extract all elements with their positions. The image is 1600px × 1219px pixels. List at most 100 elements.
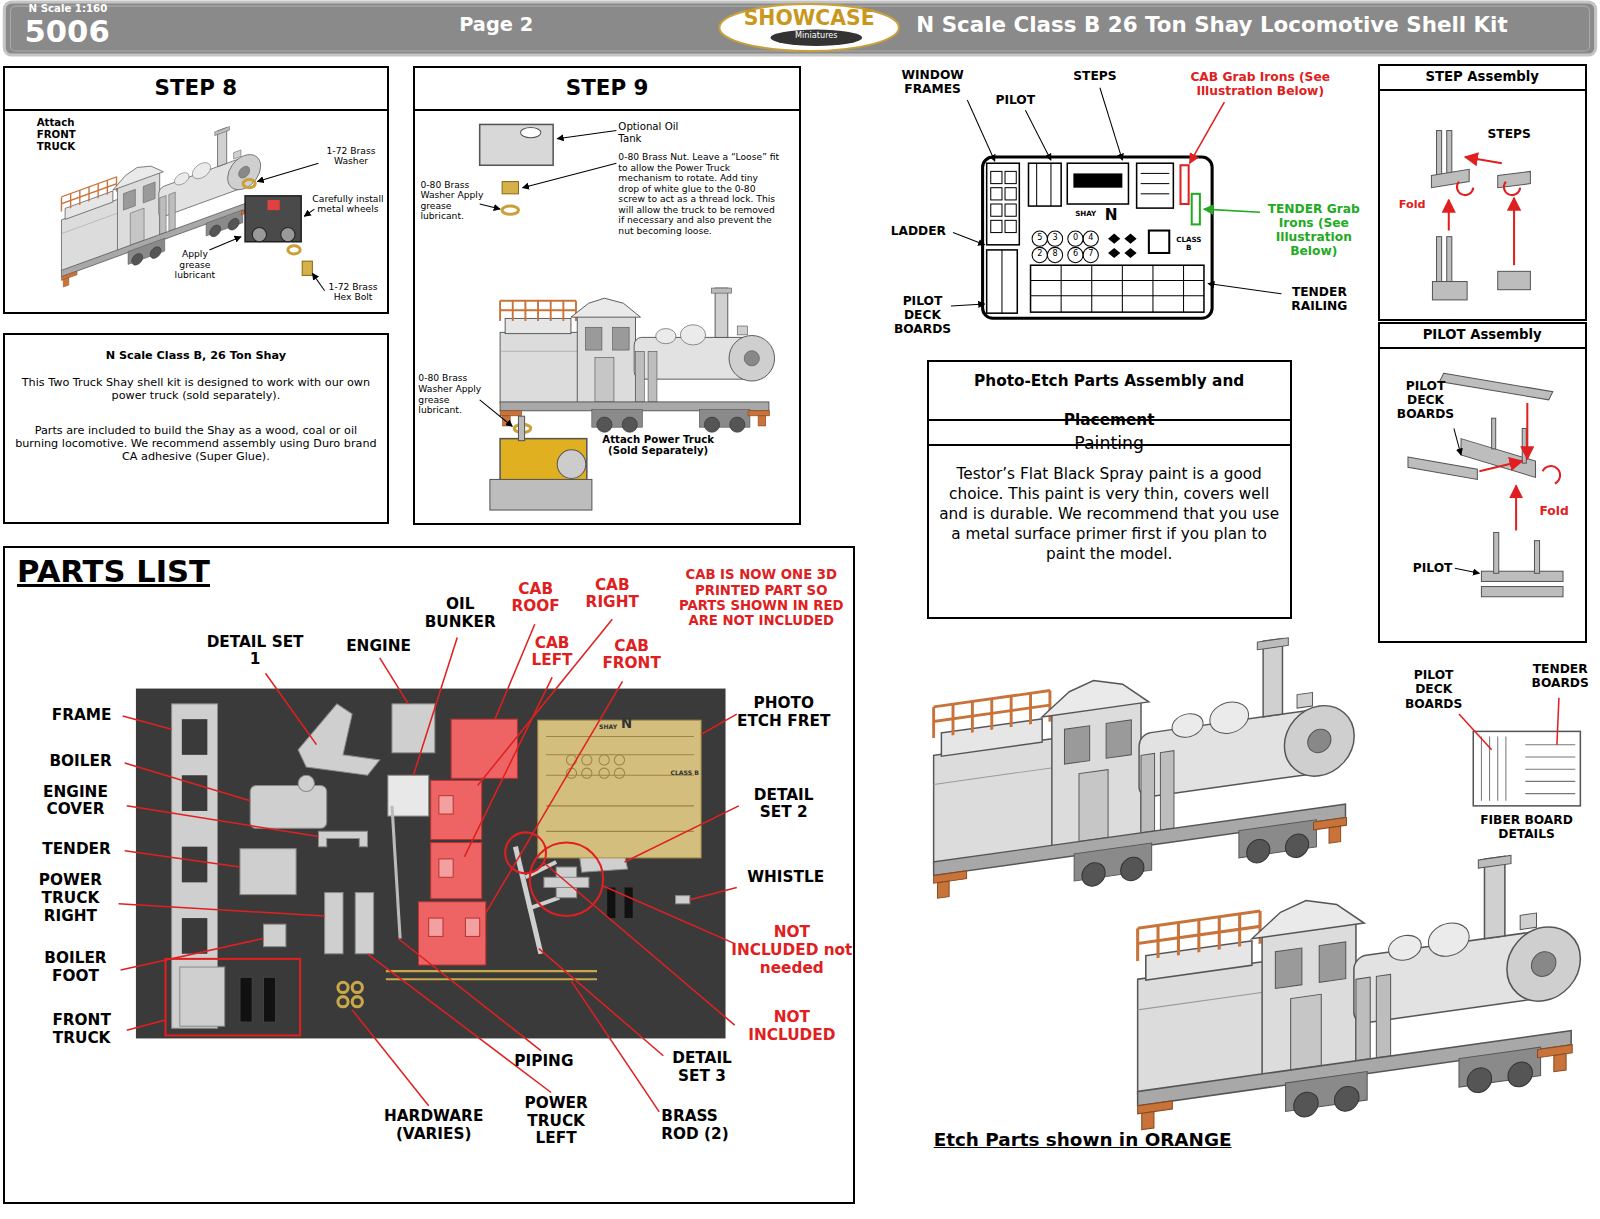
- wheel: [1285, 833, 1308, 860]
- leader-line: [1204, 209, 1260, 212]
- leader-line: [312, 273, 324, 290]
- leader-line: [1455, 568, 1479, 573]
- tender-part: [240, 849, 296, 895]
- callout-label: Etch Parts shown in ORANGE: [934, 1129, 1261, 1150]
- callout-label: 0-80 Brass Washer Apply grease lubricant…: [418, 373, 485, 415]
- callout-label: 6: [1068, 249, 1082, 258]
- panel-heading: STEP 8: [5, 68, 387, 111]
- callout-label: DETAIL SET 3: [655, 1050, 749, 1085]
- panel-body: Parts are included to build the Shay as …: [5, 424, 387, 463]
- pilot-part: [1050, 163, 1051, 206]
- leader-line: [625, 806, 739, 862]
- brass-rod: [386, 978, 597, 980]
- hardware-washer: [352, 997, 362, 1007]
- wheel: [252, 227, 266, 241]
- railing-line: [1031, 280, 1204, 281]
- leader-line: [1557, 698, 1559, 745]
- dome: [656, 329, 676, 344]
- board-line: [1525, 793, 1575, 794]
- callout-label: Optional Oil Tank: [618, 121, 679, 144]
- smokebox: [1507, 922, 1580, 1006]
- callout-label: 1-72 Brass Hex Bolt: [322, 282, 383, 303]
- etch-part: [1141, 183, 1170, 184]
- page-title: N Scale Class B 26 Ton Shay Locomotive S…: [916, 13, 1589, 38]
- fret-line: [546, 736, 694, 737]
- not-included-circle: [530, 843, 603, 916]
- pilot-post: [1522, 428, 1526, 463]
- step: [503, 416, 511, 426]
- callout-label: SHOWCASE: [733, 7, 886, 30]
- cab-door: [1079, 770, 1108, 842]
- callout-label: BOILER FOOT: [33, 950, 119, 985]
- leader-line: [257, 163, 318, 181]
- step-plate: [1432, 282, 1467, 300]
- callout-label: FRAME: [41, 707, 123, 725]
- wheel: [597, 417, 612, 432]
- etch-fret: [983, 157, 1213, 318]
- leader-line: [539, 949, 663, 1056]
- etch-diamond: [1124, 234, 1136, 244]
- brass-nut: [502, 182, 518, 194]
- power-truck-left: [355, 893, 373, 954]
- railing-post: [990, 699, 993, 730]
- panel-heading: Painting: [929, 433, 1290, 453]
- leader-line: [478, 619, 613, 785]
- cylinder: [160, 196, 166, 235]
- smokestack: [1263, 639, 1282, 717]
- etch-part: [1141, 193, 1170, 194]
- leader-line: [572, 981, 660, 1112]
- fret-disc: [614, 768, 624, 778]
- step: [1329, 826, 1341, 843]
- cab-window: [439, 796, 453, 814]
- desc-panel: N Scale Class B, 26 Ton ShayThis Two Tru…: [3, 333, 389, 525]
- railing-post: [1061, 265, 1062, 312]
- wheel: [704, 417, 719, 432]
- whistle-part: [676, 896, 690, 904]
- wheelset: [240, 977, 252, 1022]
- leader-line: [480, 204, 500, 209]
- callout-label: CLASS B: [1173, 236, 1204, 252]
- cylinder: [1141, 753, 1155, 832]
- callout-label: FIBER BOARD DETAILS: [1459, 813, 1594, 841]
- railing-post: [499, 301, 501, 321]
- callout-label: ENGINE: [333, 638, 425, 656]
- board-line: [1481, 737, 1482, 801]
- hardware-washer: [338, 982, 348, 992]
- cab: [1052, 699, 1141, 847]
- etch-disc: [1032, 247, 1047, 262]
- cylinder: [1356, 977, 1370, 1061]
- wheel: [1335, 1085, 1359, 1113]
- power-truck-frame: [490, 479, 592, 510]
- pilot-deck-board: [1138, 1101, 1173, 1114]
- leader-line: [1208, 284, 1281, 294]
- callout-label: PILOT: [1406, 561, 1459, 575]
- step-tread: [1431, 169, 1469, 187]
- headlight: [234, 150, 241, 159]
- panel-line: [934, 767, 1055, 784]
- step: [63, 278, 69, 287]
- wheel: [1082, 861, 1105, 888]
- cab-left-part: [431, 843, 482, 899]
- dome: [298, 775, 314, 791]
- fold-arrow: [1513, 198, 1515, 265]
- railing-post: [537, 301, 539, 321]
- stack-cap: [1257, 638, 1288, 650]
- etch-disc: [1047, 231, 1062, 246]
- leader-line: [495, 624, 535, 719]
- callout-label: LADDER: [886, 224, 951, 238]
- callout-label: 0: [1068, 233, 1082, 242]
- callout-label: NOT INCLUDED not needed: [731, 924, 853, 977]
- tender-body: [500, 332, 579, 403]
- leader-line: [304, 209, 314, 216]
- callout-label: BOILER: [35, 753, 127, 771]
- board-line: [1505, 737, 1506, 801]
- railing-post: [1010, 696, 1013, 727]
- ladder: [987, 250, 1018, 313]
- callout-label: 5006: [24, 14, 157, 49]
- cab-door: [1291, 994, 1322, 1070]
- callout-label: ENGINE COVER: [27, 784, 125, 819]
- fret-disc: [614, 755, 624, 765]
- cab-window: [465, 918, 479, 936]
- box-panel: Photo-Etch Parts Assembly and Placement: [927, 360, 1292, 446]
- cab-roof: [1042, 673, 1149, 717]
